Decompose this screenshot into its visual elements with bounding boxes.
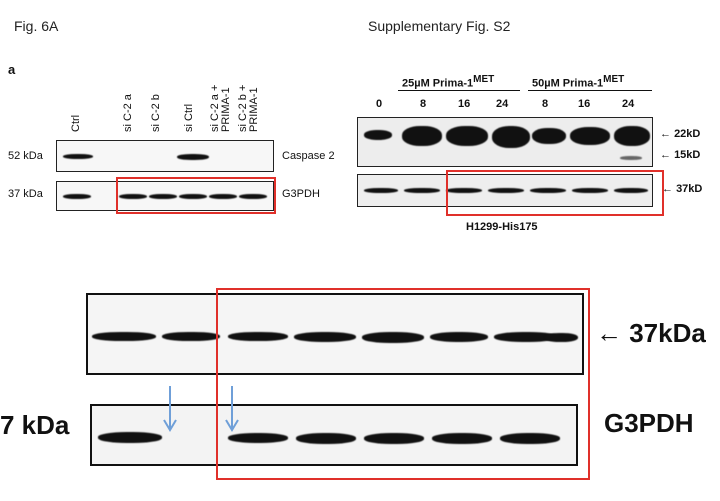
group1-sup: MET: [473, 74, 495, 85]
s2-g3pdh-band: [404, 188, 440, 193]
caspase-label: Caspase 2: [282, 150, 335, 162]
s2-g3pdh-band: [364, 188, 398, 193]
s2-g3pdh-band: [572, 188, 608, 193]
lane-label-sic2a: si C-2 a: [122, 94, 134, 132]
s2-g3pdh-band: [446, 188, 482, 193]
s2-caspase-blot: [357, 117, 653, 167]
g3pdh-band: [179, 194, 207, 199]
group1-underline: [398, 90, 520, 91]
timepoint: 8: [542, 98, 549, 110]
marker-22kd: ← 22kD: [660, 128, 701, 140]
g3pdh-band: [209, 194, 237, 199]
zoom-right-label: G3PDH: [604, 408, 694, 438]
group2-underline: [528, 90, 652, 91]
timepoint: 24: [622, 98, 635, 110]
marker-37kd: ← 37kD: [662, 183, 703, 195]
marker-22kd-text: 22kD: [674, 128, 701, 140]
s2-g3pdh-blot: [357, 174, 653, 207]
group1-label: 25µM Prima-1MET: [402, 74, 494, 90]
caspase-kda-label: 52 kDa: [8, 150, 43, 162]
s2-band-15: [620, 156, 642, 160]
zoom-marker-37kda: ← 37kDa: [596, 318, 706, 348]
zoom-top-band: [430, 332, 488, 342]
highlight-box-zoom: [216, 288, 590, 480]
fig6a-caption: Fig. 6A: [14, 18, 59, 34]
group2-sup: MET: [603, 74, 625, 85]
marker-15kd: ← 15kD: [660, 149, 701, 161]
cell-line-label: H1299-His175: [466, 221, 538, 233]
zoom-bottom-band: [432, 433, 492, 444]
s2-band-22: [614, 126, 650, 146]
zoom-bottom-band: [364, 433, 424, 444]
g3pdh-kda-label: 37 kDa: [8, 188, 43, 200]
g3pdh-band: [149, 194, 177, 199]
s2-band-22: [364, 130, 392, 140]
s2-band-22: [492, 126, 530, 148]
caspase-band-sictrl: [177, 154, 209, 160]
timepoint: 0: [376, 98, 383, 110]
zoom-bottom-blot: [90, 404, 578, 466]
marker-15kd-text: 15kD: [674, 149, 701, 161]
g3pdh-band: [63, 194, 91, 199]
marker-37kd-text: 37kD: [676, 183, 703, 195]
lane-label-sictrl: si Ctrl: [183, 103, 195, 132]
highlight-box-s2: [446, 170, 664, 216]
group1-text: 25µM Prima-1: [402, 77, 474, 90]
lane-label-ctrl: Ctrl: [70, 114, 82, 132]
zoom-top-band: [228, 332, 288, 341]
group2-label: 50µM Prima-1MET: [532, 74, 624, 90]
highlight-box-fig6a: [116, 177, 276, 214]
zoom-top-band: [162, 332, 220, 341]
panel-letter: a: [8, 62, 16, 77]
zoom-top-band: [294, 332, 356, 342]
zoom-top-band: [92, 332, 156, 341]
timepoint: 16: [578, 98, 591, 110]
g3pdh-band: [119, 194, 147, 199]
zoom-top-blot: [86, 293, 584, 375]
zoom-top-band: [544, 333, 578, 342]
g3pdh-blot: [56, 181, 274, 211]
s2-band-22: [446, 126, 488, 146]
lane-label-sic2a-prima: si C-2 a + PRIMA-1: [209, 84, 232, 132]
s2-band-22: [532, 128, 566, 144]
timepoint: 8: [420, 98, 427, 110]
lane-label-sic2b-prima: si C-2 b + PRIMA-1: [237, 84, 260, 132]
s2-band-22: [402, 126, 442, 146]
s2-g3pdh-band: [530, 188, 566, 193]
timepoint: 24: [496, 98, 509, 110]
g3pdh-label: G3PDH: [282, 188, 320, 200]
zoom-top-band: [494, 332, 558, 342]
lane-label-sic2b: si C-2 b: [150, 94, 162, 132]
zoom-bottom-band: [296, 433, 356, 444]
figS2-caption: Supplementary Fig. S2: [368, 18, 511, 34]
group2-text: 50µM Prima-1: [532, 77, 604, 90]
s2-band-22: [570, 127, 610, 145]
s2-g3pdh-band: [614, 188, 648, 193]
timepoint: 16: [458, 98, 471, 110]
caspase-blot: [56, 140, 274, 172]
zoom-bottom-band: [228, 433, 288, 443]
zoom-bottom-band: [98, 432, 162, 443]
zoom-bottom-band: [500, 433, 560, 444]
g3pdh-band: [239, 194, 267, 199]
blue-arrow-icon: [163, 386, 177, 432]
s2-g3pdh-band: [488, 188, 524, 193]
caspase-band-ctrl: [63, 154, 93, 159]
blue-arrow-icon: [225, 386, 239, 432]
zoom-top-band: [362, 332, 424, 343]
zoom-left-label: 7 kDa: [0, 410, 70, 440]
